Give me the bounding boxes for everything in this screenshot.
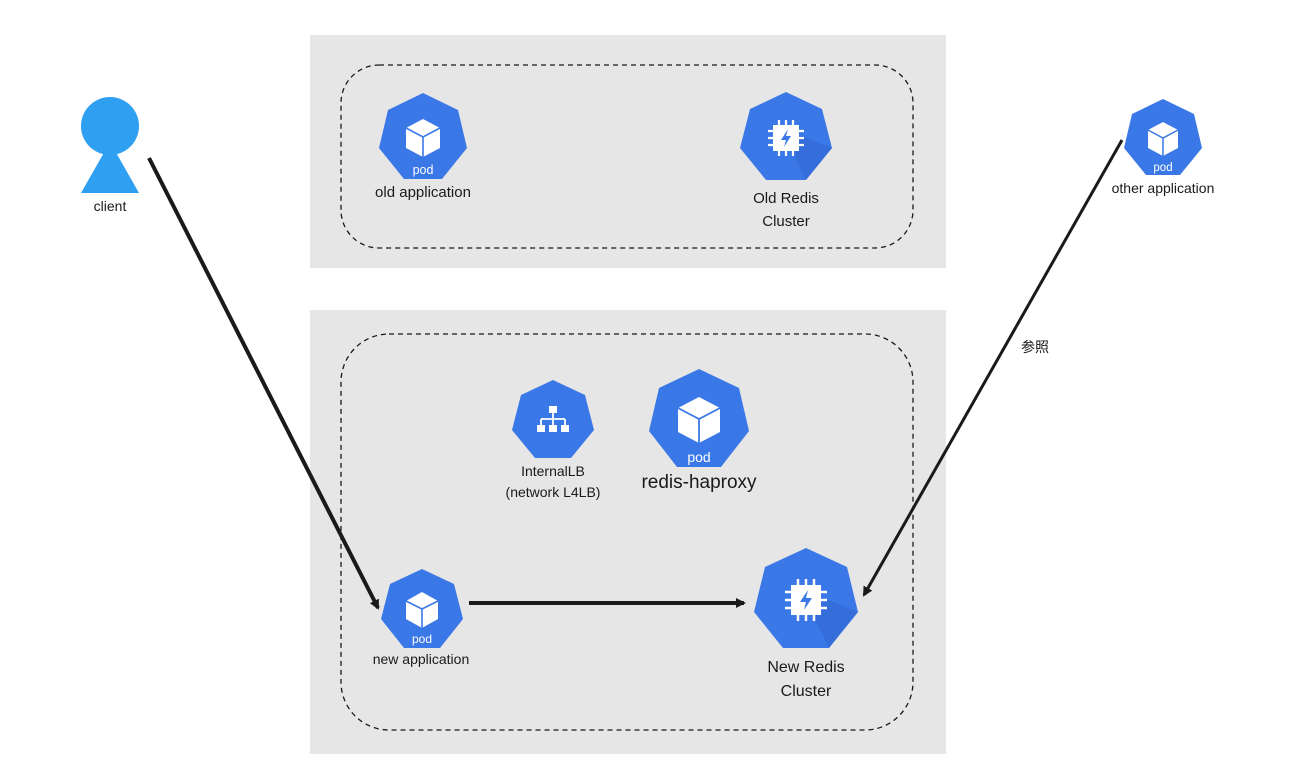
cube-icon xyxy=(381,569,463,648)
reference-edge-label: 参照 xyxy=(1021,339,1049,355)
new-application-label: new application xyxy=(372,651,470,667)
memorystore-chip-icon xyxy=(754,548,858,648)
pod-caption: pod xyxy=(413,163,434,177)
cube-icon xyxy=(649,369,749,467)
memorystore-chip-icon xyxy=(740,92,832,180)
new-cluster-boundary xyxy=(340,333,914,731)
new-environment-group xyxy=(310,310,946,754)
pod-caption: pod xyxy=(687,449,710,465)
client-to-new-application-arrow xyxy=(147,157,380,610)
new-redis-label: New Redis Cluster xyxy=(767,659,845,700)
load-balancer-icon xyxy=(512,380,594,458)
internal-lb-label: InternalLB (network L4LB) xyxy=(505,463,601,500)
old-application-label: old application xyxy=(375,184,471,201)
redis-haproxy-label: redis-haproxy xyxy=(641,472,757,493)
client-label: client xyxy=(93,198,127,214)
pod-caption: pod xyxy=(412,632,432,646)
other-application-to-new-redis-arrow xyxy=(862,139,1124,597)
old-cluster-boundary xyxy=(340,64,914,249)
person-icon xyxy=(81,97,139,193)
pod-caption: pod xyxy=(1153,162,1172,174)
other-application-label: other application xyxy=(1111,180,1215,196)
cube-icon xyxy=(379,93,467,179)
old-redis-label: Old Redis Cluster xyxy=(753,190,819,230)
cube-icon xyxy=(1124,99,1202,175)
